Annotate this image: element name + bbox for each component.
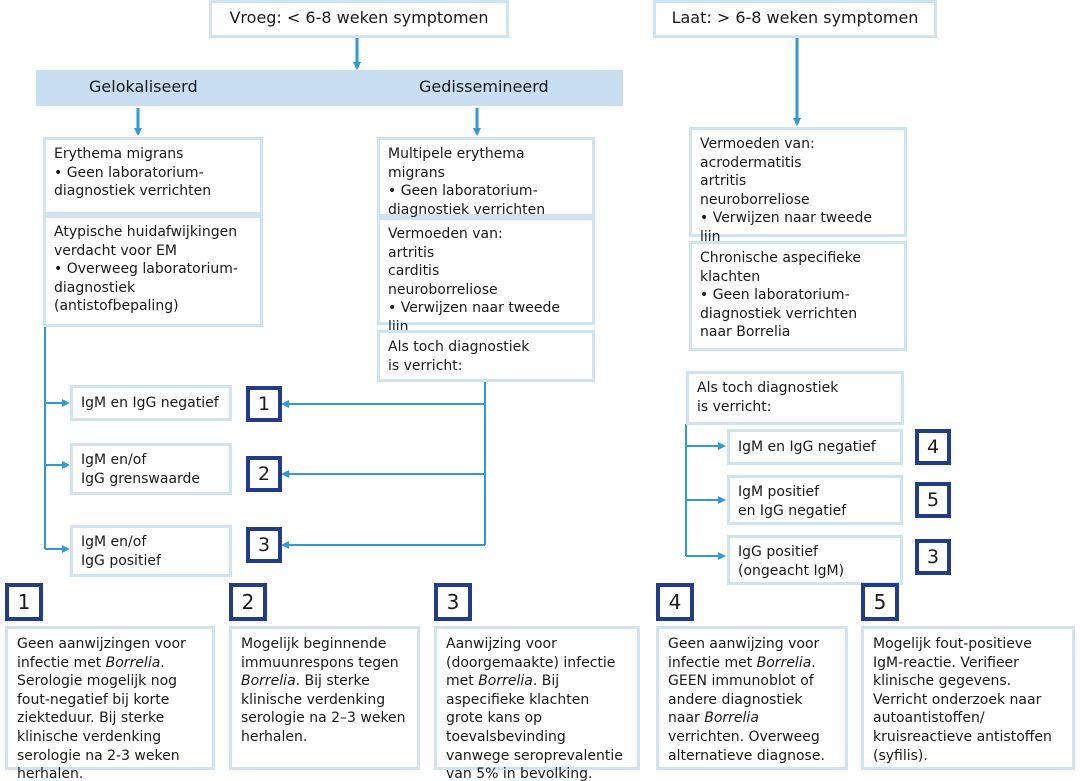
- note-1: Geen aanwijzingen voor infectie met Borr…: [5, 626, 215, 781]
- ref-num-1: 1: [246, 386, 282, 422]
- result-late-igg-positive: IgG positief (ongeacht IgM): [727, 535, 903, 585]
- note-num-1: 1: [5, 583, 43, 621]
- note-4: Geen aanwijzing voor infectie met Borrel…: [656, 626, 848, 770]
- band-disseminated-label: Gedissemineerd: [419, 77, 549, 96]
- box-suspect-disseminated: Vermoeden van: artritis carditis neurobo…: [377, 217, 595, 335]
- ref-num-2: 2: [246, 456, 282, 492]
- box-erythema-migrans: Erythema migrans • Geen laboratorium- di…: [43, 137, 263, 215]
- ref-num-4: 4: [915, 429, 951, 465]
- box-if-diagnostics-done: Als toch diagnostiek is verricht:: [377, 330, 595, 382]
- box-chronic-complaints: Chronische aspecifieke klachten • Geen l…: [689, 241, 907, 351]
- ref-num-5: 5: [915, 482, 951, 518]
- band-localized-label: Gelokaliseerd: [89, 77, 198, 96]
- category-band: Gelokaliseerd Gedissemineerd: [36, 70, 623, 106]
- note-num-2: 2: [229, 583, 267, 621]
- note-num-4: 4: [656, 583, 694, 621]
- note-num-5: 5: [861, 583, 899, 621]
- result-late-igm-igg-negative: IgM en IgG negatief: [727, 429, 903, 465]
- note-3: Aanwijzing voor (doorgemaakte) infectie …: [434, 626, 640, 781]
- ref-num-3: 3: [246, 527, 282, 563]
- box-atypical-skin: Atypische huidafwijkingen verdacht voor …: [43, 215, 263, 327]
- result-late-igm-positive: IgM positief en IgG negatief: [727, 475, 903, 525]
- ref-num-3-late: 3: [915, 539, 951, 575]
- note-2: Mogelijk beginnende immuunrespons tegen …: [229, 626, 420, 770]
- result-igm-igg-negative: IgM en IgG negatief: [70, 385, 232, 421]
- header-late: Laat: > 6-8 weken symptomen: [653, 0, 937, 38]
- box-if-diagnostics-done-late: Als toch diagnostiek is verricht:: [686, 371, 904, 425]
- note-num-3: 3: [434, 583, 472, 621]
- result-igm-igg-positive: IgM en/of IgG positief: [70, 525, 232, 577]
- box-suspect-late: Vermoeden van: acrodermatitis artritis n…: [689, 127, 907, 245]
- box-multiple-em: Multipele erythema migrans • Geen labora…: [377, 137, 595, 218]
- result-igm-igg-borderline: IgM en/of IgG grenswaarde: [70, 443, 232, 495]
- header-early: Vroeg: < 6-8 weken symptomen: [209, 0, 509, 38]
- note-5: Mogelijk fout-positieve IgM-reactie. Ver…: [861, 626, 1075, 770]
